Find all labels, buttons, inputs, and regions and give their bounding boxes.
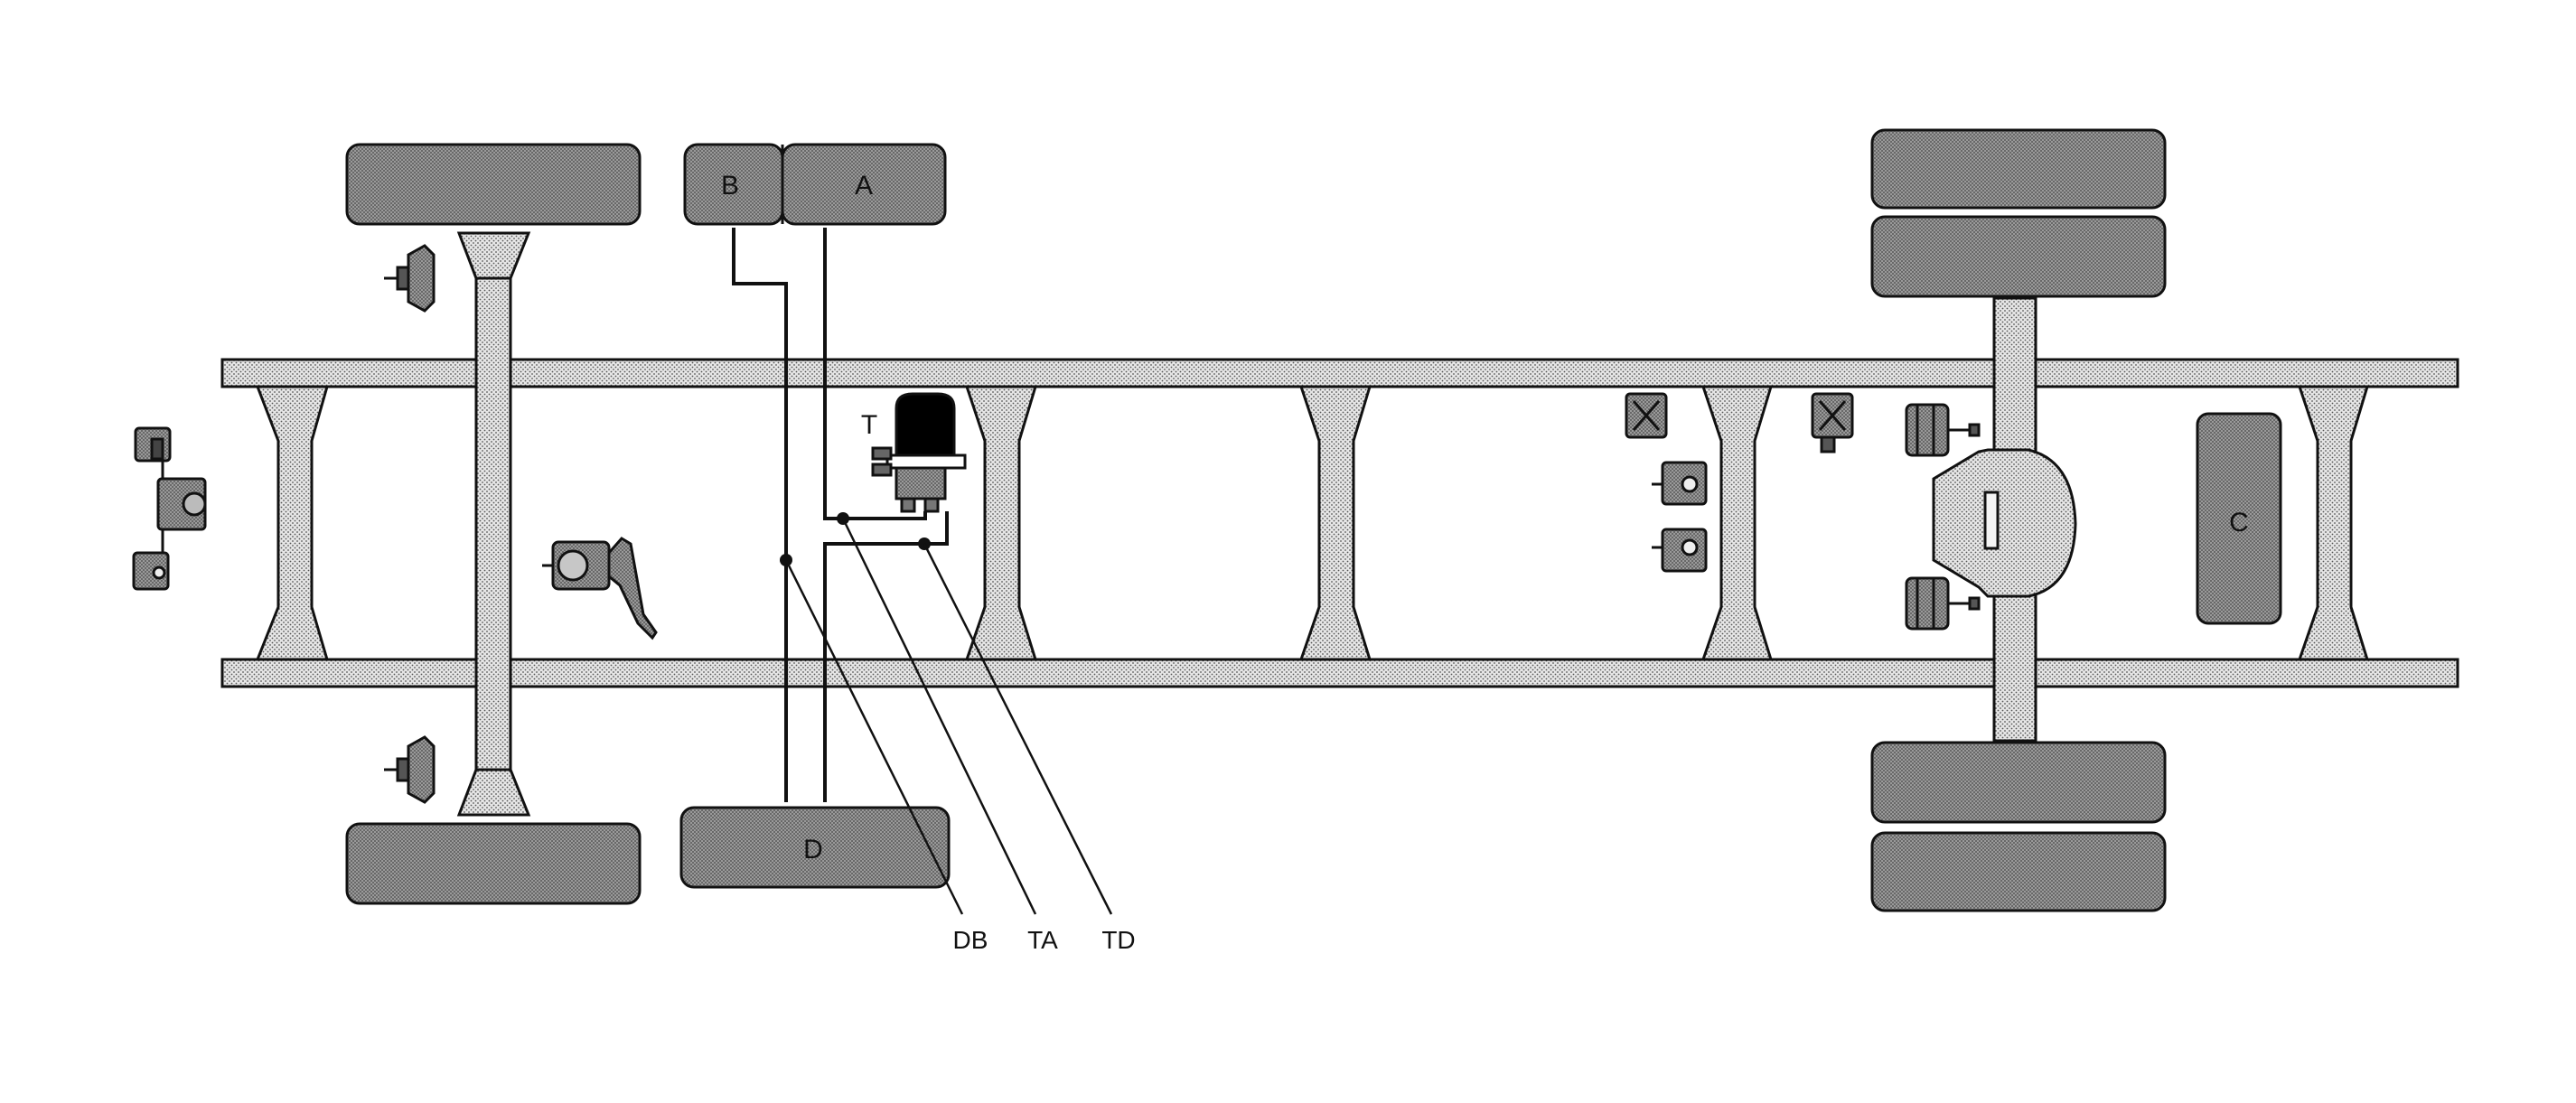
tire-rear-lower-inner [1870,741,2167,824]
brake-pedal [607,537,658,640]
label-callout-ta: TA [1027,926,1058,954]
valve-front-lower [132,551,170,591]
label-dryer: T [861,410,877,440]
air-line-tank-a [823,228,927,520]
tire-rear-upper-outer [1870,128,2167,210]
rear-brake-chambers [1905,403,1981,631]
air-line-tank-b [732,228,788,802]
quick-release-valve-right [1811,392,1854,453]
front-valve-cluster [132,426,207,591]
rear-axle [1932,296,2077,743]
tank-c [2196,412,2282,625]
differential-cover-plate [1983,491,2000,550]
brake-chamber-front-upper [384,244,436,313]
label-callout-db: DB [953,926,988,954]
labels: B A D C T DB TA TD [721,171,2249,954]
brake-pedal-assembly [542,537,658,640]
air-dryer-canister [895,392,956,457]
air-line-tank-d [823,511,949,802]
cross-member-1 [255,385,330,661]
front-axle-lower-flare [456,768,531,817]
label-tank-b: B [721,171,739,201]
label-tank-a: A [855,171,873,201]
tank-d [679,806,951,889]
cross-member-3 [1298,385,1372,661]
air-tanks [679,143,2282,889]
frame-rail-upper [220,358,2459,388]
label-tank-c: C [2229,508,2249,537]
cross-member-2 [964,385,1038,661]
relay-valve-lower [1652,528,1708,573]
air-dryer [871,392,967,513]
front-axle-beam [474,274,512,774]
tires [345,128,2167,912]
cross-members [255,385,2370,661]
rear-valve-cluster [1625,392,1854,573]
tire-rear-lower-outer [1870,831,2167,912]
frame-rails [220,358,2459,688]
front-brake-chambers [384,244,436,804]
quick-release-valve-left [1625,392,1668,439]
tire-front-lower [345,822,642,905]
leader-db [784,559,964,915]
leader-ta [841,518,1037,915]
leader-td [923,543,1113,915]
air-lines [732,228,949,802]
frame-rail-lower [220,658,2459,688]
tire-rear-upper-inner [1870,215,2167,298]
air-dryer-base [885,453,967,470]
callout-leaders [784,518,1113,915]
front-axle-upper-flare [456,231,531,280]
label-tank-d: D [803,835,823,865]
cross-member-5 [2297,385,2370,661]
cross-member-4 [1700,385,1774,661]
relay-valve-upper [1652,461,1708,506]
brake-chamber-rear-upper [1905,403,1981,457]
label-callout-td: TD [1101,926,1135,954]
brake-chamber-front-lower [384,735,436,804]
brake-chamber-rear-lower [1905,576,1981,631]
tire-front-upper [345,143,642,226]
front-axle [456,231,531,817]
rear-differential-housing [1932,448,2077,598]
